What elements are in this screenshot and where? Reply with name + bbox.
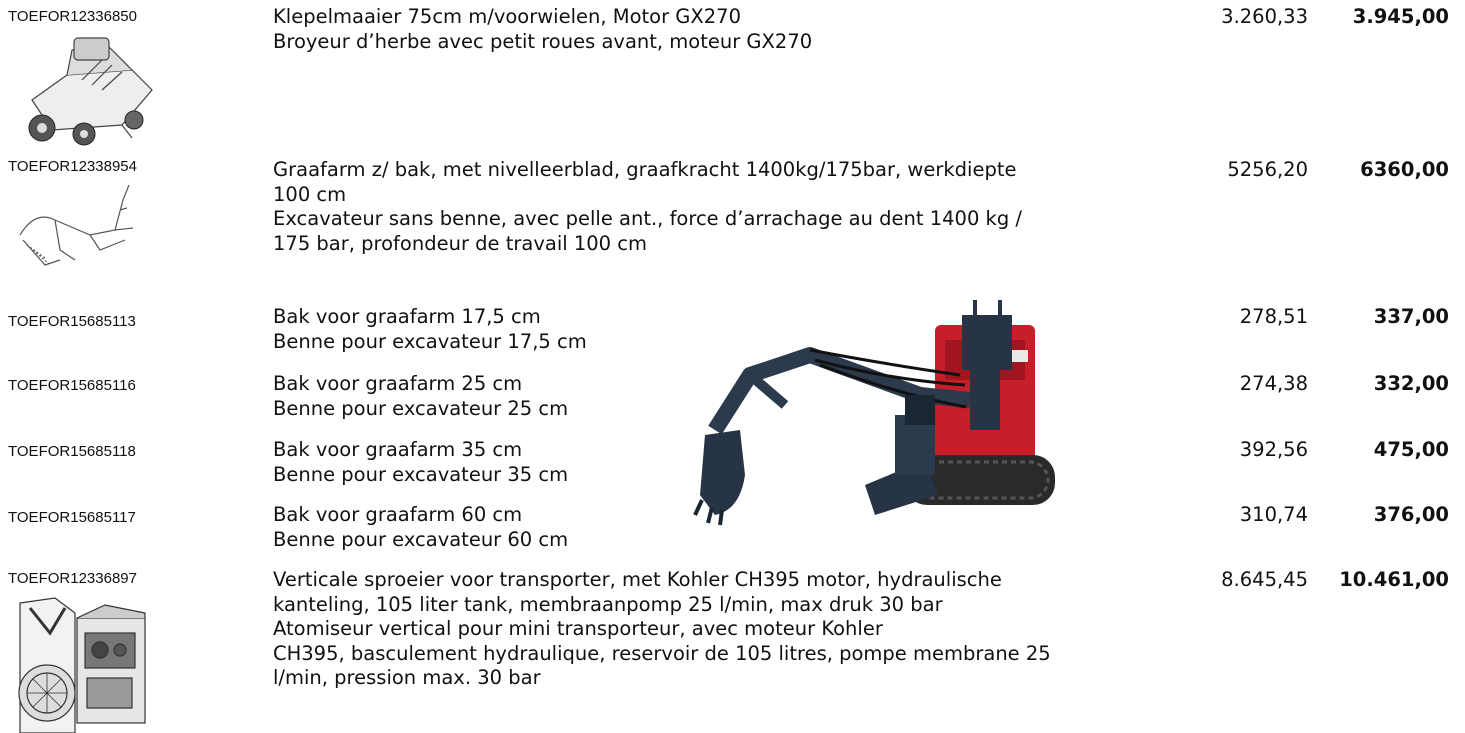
description-line-fr: Excavateur sans benne, avec pelle ant., … (273, 207, 1022, 230)
price-gross: 6360,00 (1360, 158, 1449, 181)
product-description: Graafarm z/ bak, met nivelleerblad, graa… (273, 158, 1103, 256)
description-line-fr: CH395, basculement hydraulique, reservoi… (273, 641, 1051, 665)
description-line-fr: 175 bar, profondeur de travail 100 cm (273, 231, 648, 255)
product-code: TOEFOR15685118 (8, 443, 136, 460)
vertical-sprayer-image (18, 597, 146, 733)
product-code: TOEFOR15685117 (8, 509, 136, 526)
flail-mower-image (28, 37, 153, 146)
description-line-fr: Benne pour excavateur 35 cm (273, 462, 569, 486)
product-code: TOEFOR15685116 (8, 377, 136, 394)
description-line-nl: Graafarm z/ bak, met nivelleerblad, graa… (273, 158, 1017, 181)
description-line-nl: Bak voor graafarm 25 cm (273, 372, 523, 395)
description-line-fr: Benne pour excavateur 17,5 cm (273, 329, 587, 353)
description-line-fr: Benne pour excavateur 25 cm (273, 396, 569, 420)
product-description: Klepelmaaier 75cm m/voorwielen, Motor GX… (273, 5, 1103, 54)
product-code: TOEFOR12336897 (8, 570, 137, 587)
price-net: 274,38 (1239, 372, 1308, 395)
description-line-nl: 100 cm (273, 182, 347, 206)
price-gross: 376,00 (1373, 503, 1449, 526)
price-gross: 10.461,00 (1339, 568, 1449, 591)
price-net: 392,56 (1239, 438, 1308, 461)
description-line-nl: Verticale sproeier voor transporter, met… (273, 568, 1002, 591)
price-net: 278,51 (1239, 305, 1308, 328)
price-gross: 332,00 (1373, 372, 1449, 395)
price-net: 3.260,33 (1221, 5, 1308, 28)
product-description: Bak voor graafarm 60 cm Benne pour excav… (273, 503, 1103, 552)
description-line-nl: Bak voor graafarm 35 cm (273, 438, 523, 461)
price-gross: 3.945,00 (1352, 5, 1449, 28)
description-line-fr: Broyeur d’herbe avec petit roues avant, … (273, 29, 813, 53)
product-code: TOEFOR15685113 (8, 313, 136, 330)
product-description: Verticale sproeier voor transporter, met… (273, 568, 1103, 691)
backhoe-attachment-image (693, 300, 1055, 526)
product-description: Bak voor graafarm 35 cm Benne pour excav… (273, 438, 1103, 487)
description-line-nl: Bak voor graafarm 17,5 cm (273, 305, 541, 328)
description-line-nl: Bak voor graafarm 60 cm (273, 503, 523, 526)
description-line-fr: Benne pour excavateur 60 cm (273, 527, 569, 551)
product-description: Bak voor graafarm 17,5 cm Benne pour exc… (273, 305, 1103, 354)
price-net: 310,74 (1239, 503, 1308, 526)
description-line-nl: Klepelmaaier 75cm m/voorwielen, Motor GX… (273, 5, 741, 28)
price-gross: 337,00 (1373, 305, 1449, 328)
description-line-fr: l/min, pression max. 30 bar (273, 666, 541, 689)
product-code: TOEFOR12336850 (8, 8, 137, 25)
description-line-fr: Atomiseur vertical pour mini transporteu… (273, 617, 883, 640)
product-code: TOEFOR12338954 (8, 158, 137, 175)
price-net: 8.645,45 (1221, 568, 1308, 591)
description-line-nl: kanteling, 105 liter tank, membraanpomp … (273, 592, 943, 616)
excavator-arm-image (19, 184, 134, 266)
product-description: Bak voor graafarm 25 cm Benne pour excav… (273, 372, 1103, 421)
price-gross: 475,00 (1373, 438, 1449, 461)
price-net: 5256,20 (1227, 158, 1308, 181)
